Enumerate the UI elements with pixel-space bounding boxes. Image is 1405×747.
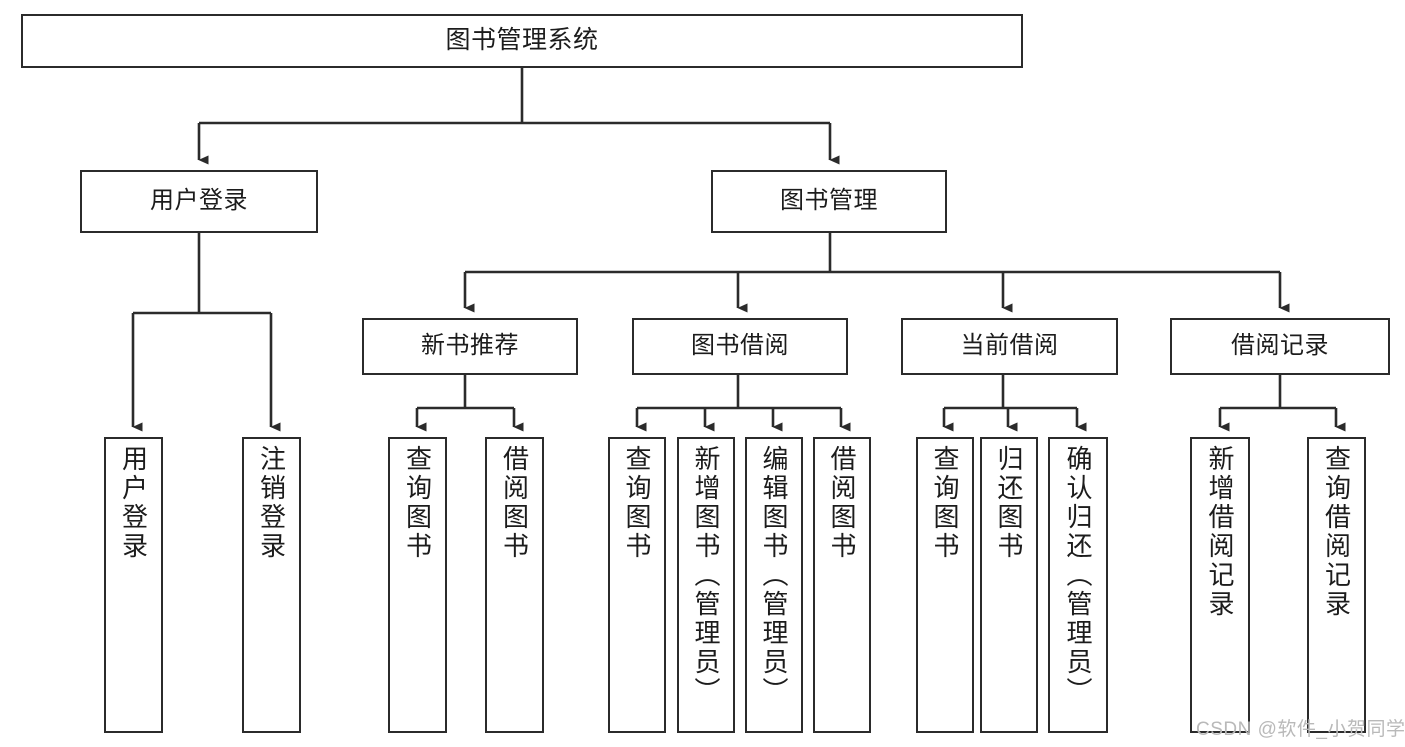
node-label: 查询图书 [402, 445, 433, 561]
node-leaf-return-book[interactable]: 归还图书 [980, 437, 1038, 733]
node-root-book-management-system[interactable]: 图书管理系统 [21, 14, 1023, 68]
node-leaf-add-book[interactable]: 新增图书（管理员） [677, 437, 735, 733]
node-leaf-confirm-return[interactable]: 确认归还（管理员） [1048, 437, 1108, 733]
node-leaf-edit-book[interactable]: 编辑图书（管理员） [745, 437, 803, 733]
node-label: 借阅图书 [499, 445, 530, 561]
node-leaf-borrow-book-2[interactable]: 借阅图书 [813, 437, 871, 733]
node-new-book-recommend[interactable]: 新书推荐 [362, 318, 578, 375]
node-label: 用户登录 [118, 445, 149, 561]
node-label: 查询借阅记录 [1321, 445, 1352, 619]
node-label: 确认归还（管理员） [1063, 445, 1093, 706]
node-user-login[interactable]: 用户登录 [80, 170, 318, 233]
node-leaf-query-book-1[interactable]: 查询图书 [388, 437, 447, 733]
node-label: 查询图书 [930, 445, 960, 561]
node-borrow-record[interactable]: 借阅记录 [1170, 318, 1390, 375]
node-label: 用户登录 [150, 187, 248, 215]
node-leaf-user-logout[interactable]: 注销登录 [242, 437, 301, 733]
node-label: 借阅记录 [1231, 332, 1329, 360]
node-label: 借阅图书 [827, 445, 857, 561]
node-label: 注销登录 [256, 445, 287, 561]
node-label: 图书管理 [780, 187, 878, 215]
node-leaf-query-book-2[interactable]: 查询图书 [608, 437, 666, 733]
node-label: 图书管理系统 [445, 26, 599, 55]
node-leaf-query-book-3[interactable]: 查询图书 [916, 437, 974, 733]
node-book-borrow[interactable]: 图书借阅 [632, 318, 848, 375]
node-label: 新增借阅记录 [1205, 445, 1235, 619]
node-label: 新增图书（管理员） [691, 445, 721, 706]
node-label: 当前借阅 [960, 332, 1059, 360]
node-current-borrow[interactable]: 当前借阅 [901, 318, 1118, 375]
node-label: 查询图书 [622, 445, 652, 561]
node-leaf-user-login[interactable]: 用户登录 [104, 437, 163, 733]
node-label: 图书借阅 [691, 332, 789, 360]
node-label: 归还图书 [994, 445, 1024, 561]
node-leaf-add-record[interactable]: 新增借阅记录 [1190, 437, 1250, 733]
node-label: 新书推荐 [421, 332, 519, 360]
node-leaf-borrow-book-1[interactable]: 借阅图书 [485, 437, 544, 733]
node-book-management[interactable]: 图书管理 [711, 170, 947, 233]
node-label: 编辑图书（管理员） [759, 445, 789, 706]
node-leaf-query-record[interactable]: 查询借阅记录 [1307, 437, 1366, 733]
